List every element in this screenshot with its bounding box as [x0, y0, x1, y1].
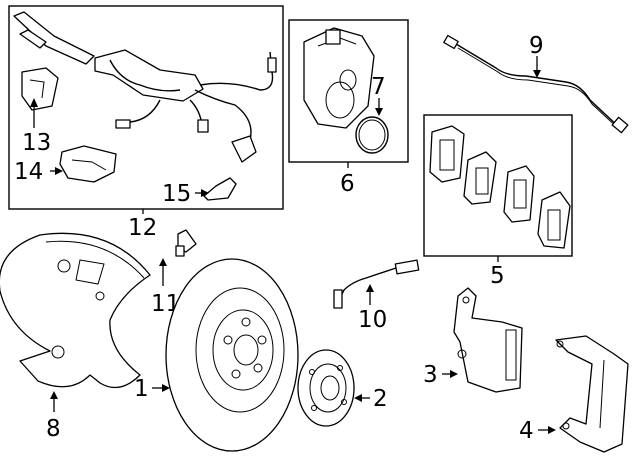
o-ring: [355, 116, 389, 154]
callout-14: 14: [14, 159, 43, 185]
wiring-harness: [13, 11, 277, 163]
callout-9: 9: [529, 33, 544, 59]
callout-3: 3: [423, 362, 438, 388]
caliper-bracket: [555, 335, 629, 453]
callout-12: 12: [128, 215, 157, 241]
wear-sensor: [333, 259, 420, 309]
harness-bracket: [21, 67, 59, 111]
callout-5: 5: [490, 263, 505, 289]
pad-wear-sensor-cable: [443, 34, 629, 134]
callout-1: 1: [134, 376, 149, 402]
group-box-12: [8, 5, 284, 210]
callout-2: 2: [373, 386, 388, 412]
callout-4: 4: [519, 418, 534, 444]
harness-clip: [59, 145, 117, 183]
callout-6: 6: [340, 171, 355, 197]
actuator-motor: [303, 27, 375, 129]
connector-bracket: [203, 177, 237, 201]
callout-13: 13: [22, 130, 51, 156]
brake-pads: [429, 125, 571, 249]
callout-10: 10: [358, 307, 387, 333]
callout-7: 7: [371, 74, 386, 100]
speed-sensor: [175, 229, 197, 257]
callout-15: 15: [162, 181, 191, 207]
callout-8: 8: [46, 416, 61, 442]
caliper: [453, 287, 523, 393]
brake-rotor: [165, 258, 299, 452]
dust-shield: [0, 232, 151, 389]
hub-bearing: [297, 349, 355, 427]
